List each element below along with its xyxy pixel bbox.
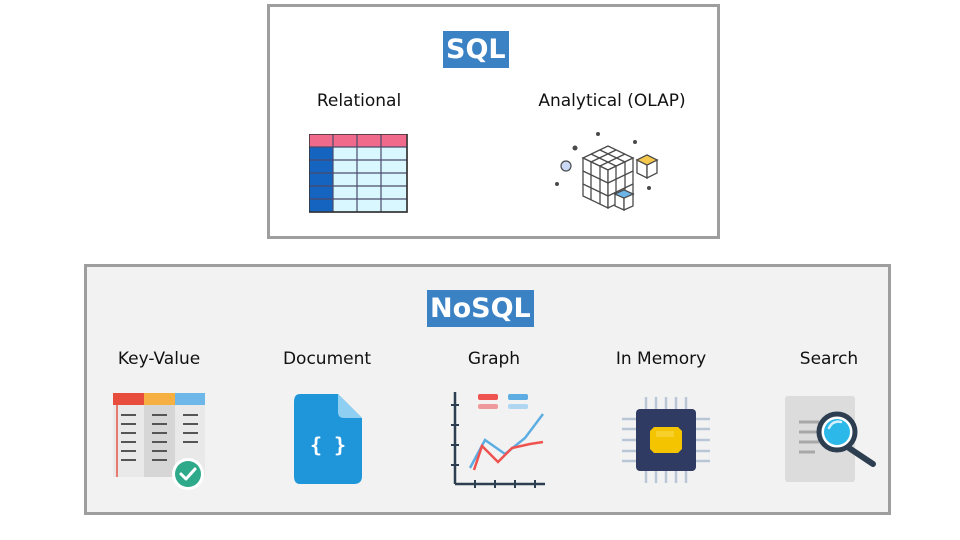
analytical-olap-label: Analytical (OLAP): [538, 91, 686, 111]
document-label: Document: [282, 349, 372, 369]
table-icon: [309, 134, 408, 213]
nosql-title: NoSQL: [427, 290, 534, 327]
sql-title: SQL: [443, 31, 509, 68]
key-value-table-icon: [113, 393, 205, 490]
key-value-label: Key-Value: [117, 349, 201, 369]
in-memory-label: In Memory: [615, 349, 707, 369]
relational-label: Relational: [316, 91, 402, 111]
graph-icon: [451, 392, 545, 488]
memory-chip-icon: [622, 397, 710, 483]
svg-text:{ }: { }: [310, 433, 346, 457]
search-document-icon: [785, 396, 876, 482]
document-icon: { }: [294, 394, 362, 484]
graph-label: Graph: [467, 349, 521, 369]
search-label: Search: [799, 349, 859, 369]
olap-cube-icon: [555, 132, 659, 212]
